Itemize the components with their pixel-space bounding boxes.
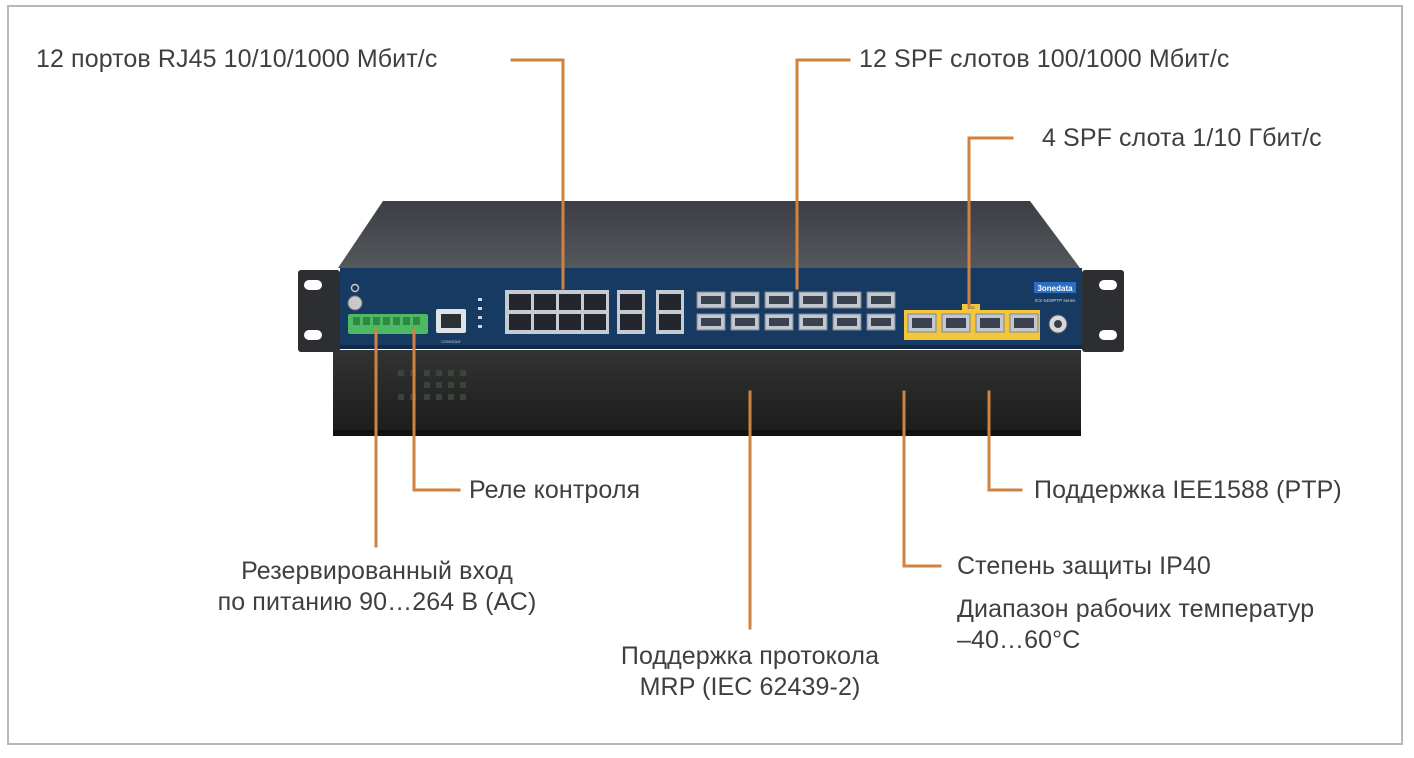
callout-power-input: Резервированный вход по питанию 90…264 В… (180, 556, 574, 618)
leader-relay (412, 328, 461, 492)
callout-sfp-100-1000: 12 SPF слотов 100/1000 Мбит/с (859, 45, 1230, 73)
leader-sfp-100-1000 (795, 58, 851, 290)
callout-power-line1: Резервированный вход (241, 557, 513, 585)
callout-rj45-ports: 12 портов RJ45 10/10/1000 Мбит/с (36, 45, 438, 73)
callout-mrp-line2: MRP (IEC 62439-2) (639, 673, 861, 701)
model-label: ICS 6400PTP series (1035, 298, 1076, 303)
psu-body (333, 350, 1081, 434)
sfp-10g-slots: 10G (904, 304, 1040, 340)
callout-relay: Реле контроля (469, 476, 641, 504)
callout-temp-line2: –40…60°С (957, 626, 1081, 654)
callout-temp-line1: Диапазон рабочих температур (957, 595, 1315, 623)
callout-sfp-10g: 4 SPF слота 1/10 Гбит/с (1042, 124, 1322, 152)
callout-mrp: Поддержка протокола MRP (IEC 62439-2) (580, 641, 920, 703)
callout-mrp-line1: Поддержка протокола (620, 642, 880, 670)
chassis-top (338, 201, 1080, 268)
callout-power-line2: по питанию 90…264 В (АС) (217, 588, 537, 616)
status-leds (478, 298, 482, 328)
leader-rj45 (510, 58, 565, 290)
leader-ip40 (902, 390, 942, 568)
leader-sfp-10g (967, 136, 1014, 308)
rj45-block-4 (617, 290, 684, 334)
rj45-block-8 (505, 290, 609, 334)
brand-badge (1034, 282, 1076, 293)
callout-ptp: Поддержка IEE1588 (PTP) (1034, 476, 1342, 504)
leader-ptp (987, 390, 1023, 492)
console-label: CONSOLE (441, 339, 461, 344)
gig-group-label: 10G (967, 305, 975, 310)
callout-temperature: Диапазон рабочих температур –40…60°С (957, 594, 1314, 656)
brand-logo: 3onedata (1037, 284, 1073, 293)
ground-screw (347, 295, 363, 311)
callout-ip40: Степень защиты IP40 (957, 552, 1211, 580)
